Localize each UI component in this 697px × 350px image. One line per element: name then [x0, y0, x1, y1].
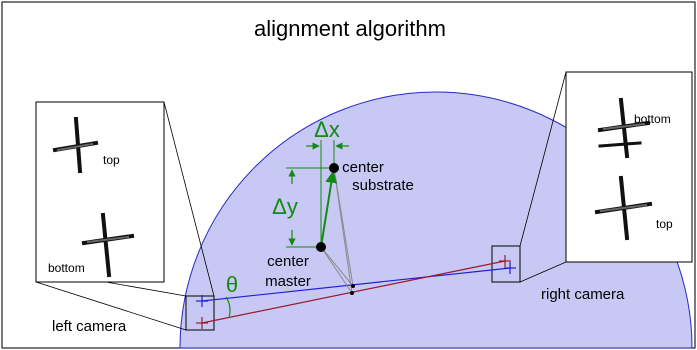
right-inset-box [565, 71, 693, 263]
crosshair-icon [594, 175, 653, 241]
center-master-label-2: master [265, 273, 311, 290]
blue-alignment-line [201, 267, 511, 302]
center-substrate-label-2: substrate [352, 177, 414, 194]
crosshair-icon [52, 116, 99, 174]
intersection-dot-blue [351, 284, 355, 288]
right-zoom-line-top [519, 71, 567, 247]
crosshair-icon [597, 97, 651, 159]
right-zoom-line-bottom [519, 261, 567, 283]
left-zoom-line-right [163, 101, 215, 297]
theta-label: θ [226, 272, 238, 297]
left-inset-box [35, 101, 165, 283]
center-master-label-1: center [267, 253, 309, 270]
gray-line-4 [333, 167, 353, 294]
crosshair-icon [81, 212, 135, 278]
delta-y-label: Δy [272, 194, 298, 219]
center-substrate-label-1: center [342, 159, 384, 176]
plus-marker-icon [196, 255, 516, 329]
diagram-title: alignment algorithm [254, 16, 446, 41]
left-zoom-line-bottom [35, 281, 187, 331]
gray-line-2 [320, 246, 353, 294]
right-inset-bottom-label: bottom [634, 112, 671, 126]
center-substrate-dot [329, 163, 339, 173]
right-camera-label: right camera [541, 286, 625, 303]
right-inset-top-label: top [656, 217, 673, 231]
intersection-dot-red [350, 291, 354, 295]
center-master-dot [316, 242, 326, 252]
gray-line-1 [320, 246, 354, 287]
left-inset-top-label: top [103, 153, 120, 167]
left-camera-label: left camera [52, 318, 127, 335]
left-camera-box [185, 295, 215, 331]
theta-arc [225, 296, 231, 319]
delta-x-label: Δx [314, 117, 340, 142]
left-inset-bottom-label: bottom [48, 261, 85, 275]
displacement-arrow [320, 170, 338, 248]
left-zoom-line-top [105, 281, 187, 297]
